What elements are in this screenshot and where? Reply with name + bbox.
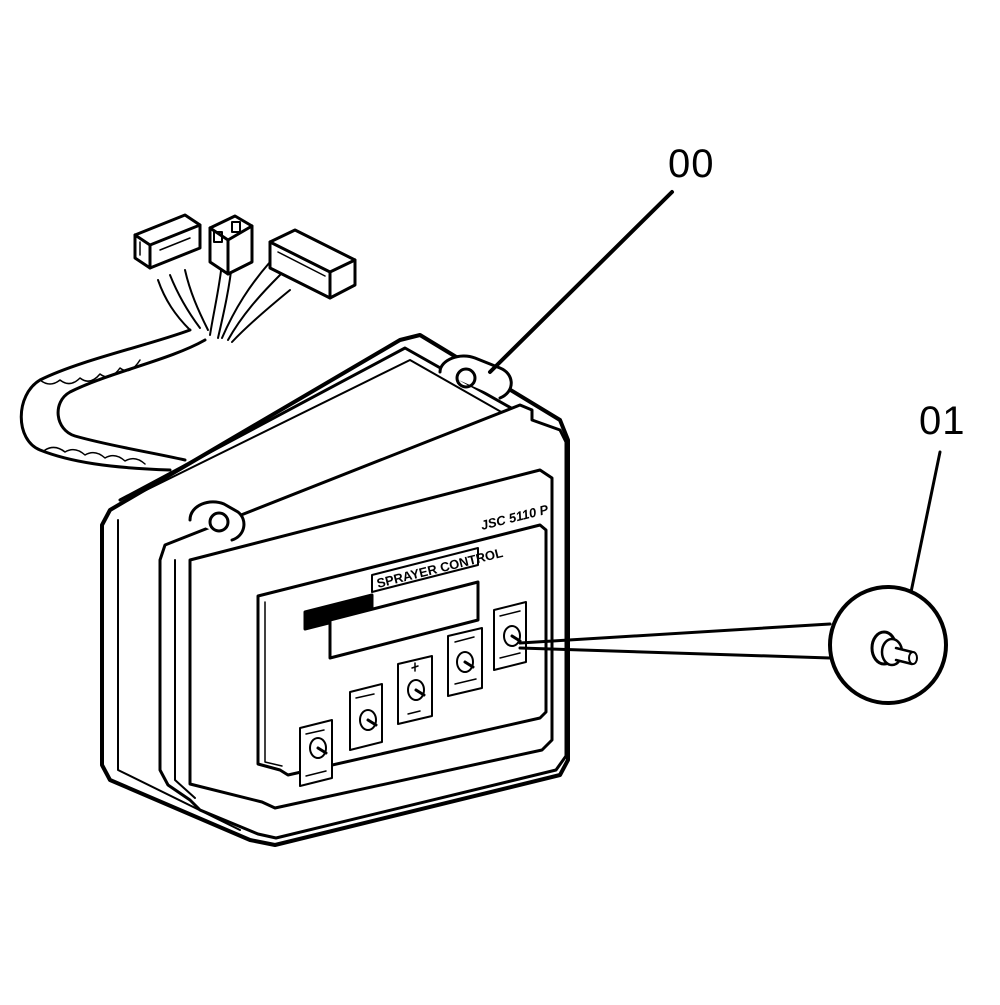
toggle-switch-1 xyxy=(299,719,333,787)
toggle-switch-5 xyxy=(493,601,527,671)
detail-magnifier xyxy=(828,585,948,705)
toggle-switch-2 xyxy=(349,683,383,751)
toggle-switch-3 xyxy=(397,655,433,725)
callout-label-01: 01 xyxy=(919,399,966,443)
toggle-switch-4 xyxy=(447,627,483,697)
wire-harness xyxy=(19,261,291,472)
front-panel xyxy=(188,468,554,810)
harness-connectors xyxy=(133,213,357,300)
callout-label-00: 00 xyxy=(668,142,715,186)
